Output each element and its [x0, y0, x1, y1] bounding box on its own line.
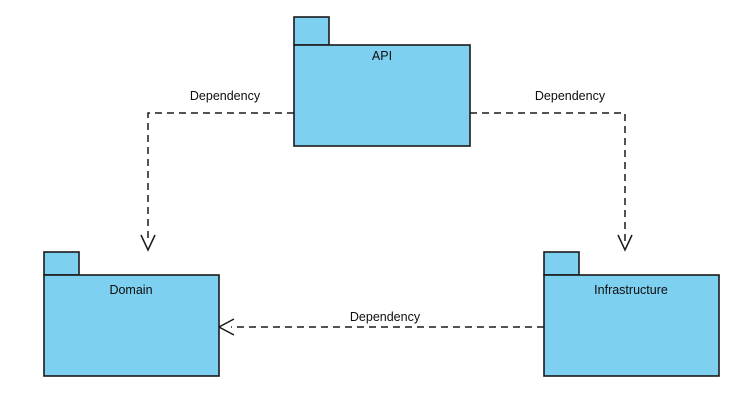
dependency-api-to-infrastructure[interactable]: Dependency — [470, 89, 633, 252]
package-domain-body — [43, 274, 220, 377]
dependency-api-to-domain-line — [147, 112, 294, 243]
dependency-api-to-domain-arrowhead — [140, 234, 156, 252]
package-infrastructure-tab — [543, 251, 580, 276]
package-api[interactable]: API — [293, 16, 471, 147]
dependency-api-to-domain-label: Dependency — [190, 89, 261, 103]
package-api-tab — [293, 16, 330, 46]
package-domain[interactable]: Domain — [43, 251, 220, 377]
dependency-api-to-domain[interactable]: Dependency — [140, 89, 294, 252]
dependency-api-to-infrastructure-line — [470, 112, 626, 243]
package-infrastructure-body — [543, 274, 720, 377]
package-infrastructure-label: Infrastructure — [594, 283, 668, 297]
package-domain-tab — [43, 251, 80, 276]
package-api-body — [293, 44, 471, 147]
dependency-infrastructure-to-domain[interactable]: Dependency — [217, 310, 544, 336]
package-api-label: API — [372, 49, 392, 63]
dependency-api-to-infrastructure-label: Dependency — [535, 89, 606, 103]
package-infrastructure[interactable]: Infrastructure — [543, 251, 720, 377]
dependency-api-to-infrastructure-arrowhead — [617, 234, 633, 252]
package-domain-label: Domain — [109, 283, 152, 297]
dependency-infrastructure-to-domain-label: Dependency — [350, 310, 421, 324]
